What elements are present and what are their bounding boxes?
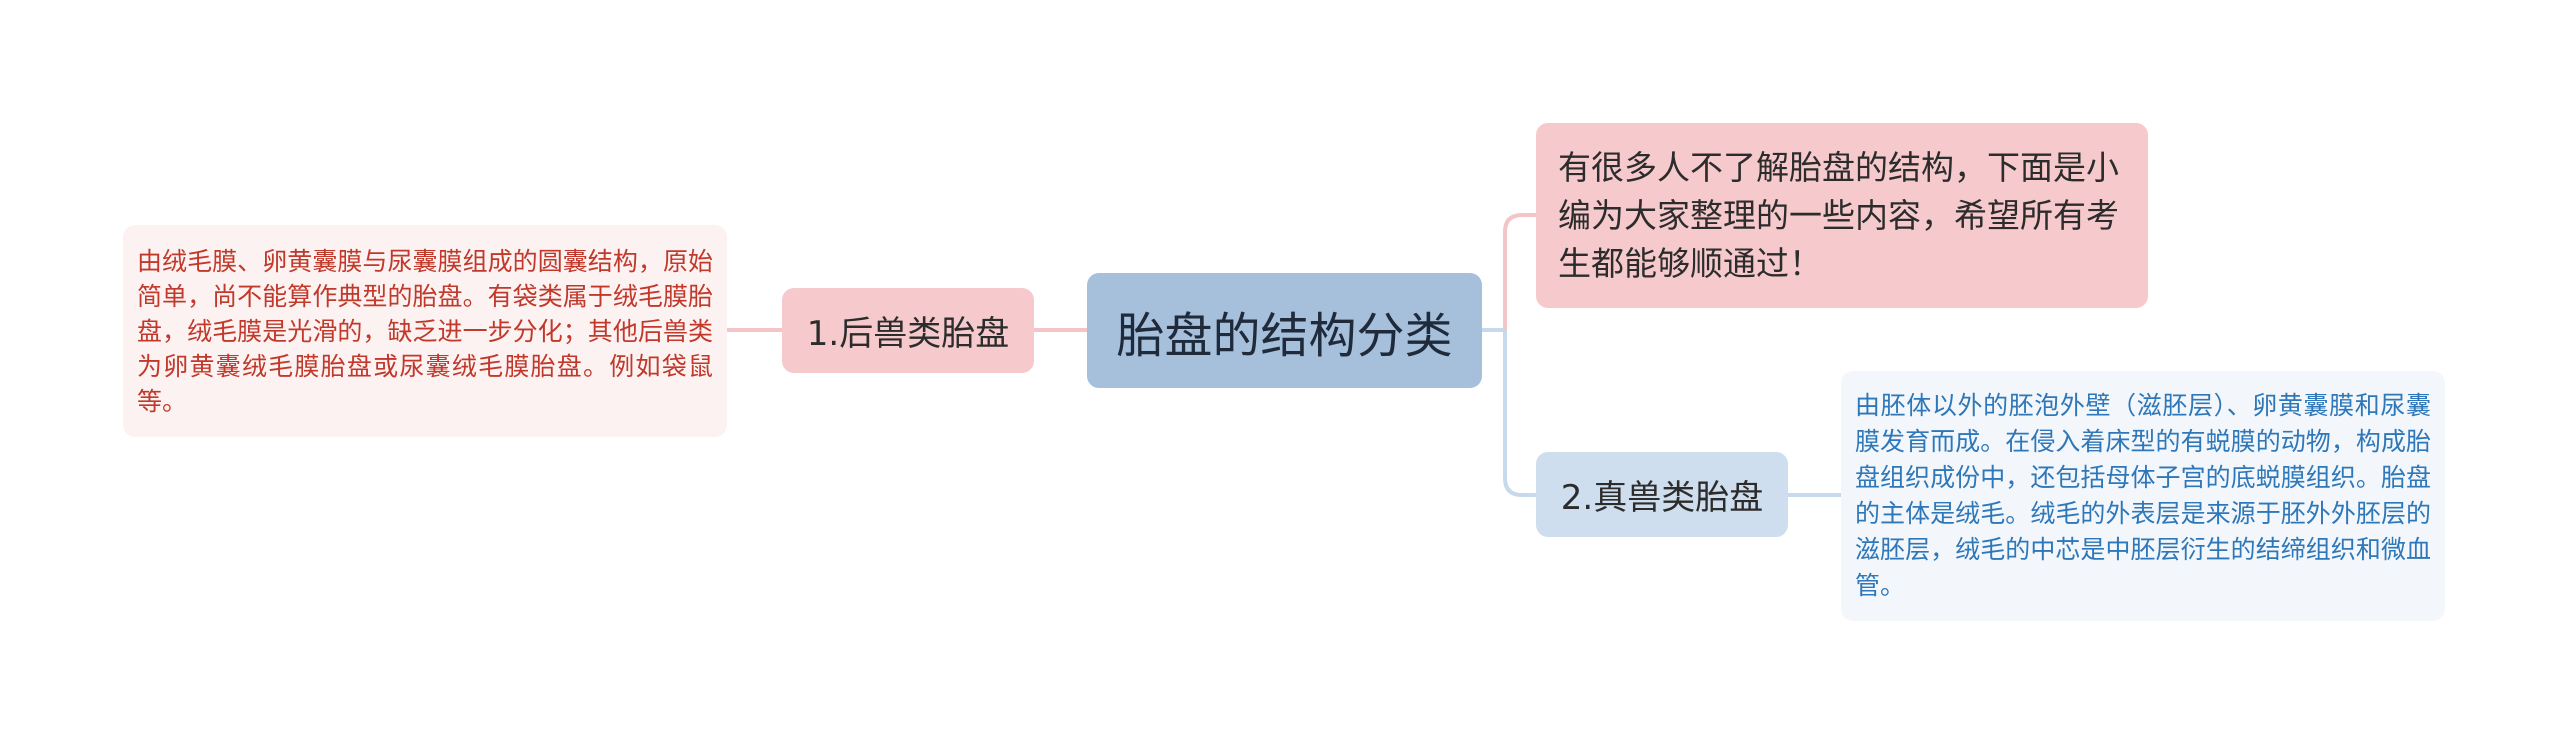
detail-node-1[interactable]: 由绒毛膜、卵黄囊膜与尿囊膜组成的圆囊结构，原始简单，尚不能算作典型的胎盘。有袋类… (123, 225, 727, 437)
branch-node-1-label: 1.后兽类胎盘 (806, 314, 1010, 354)
detail-node-2-text: 由胚体以外的胚泡外壁（滋胚层）、卵黄囊膜和尿囊膜发育而成。在侵入着床型的有蜕膜的… (1855, 391, 2431, 600)
branch-node-1[interactable]: 1.后兽类胎盘 (782, 288, 1034, 373)
link-trunk-to-branch-2 (1503, 330, 1536, 497)
link-trunk-to-intro (1503, 213, 1536, 330)
intro-node[interactable]: 有很多人不了解胎盘的结构，下面是小编为大家整理的一些内容，希望所有考生都能够顺通… (1536, 123, 2148, 308)
branch-node-2-label: 2.真兽类胎盘 (1560, 478, 1764, 518)
detail-node-2[interactable]: 由胚体以外的胚泡外壁（滋胚层）、卵黄囊膜和尿囊膜发育而成。在侵入着床型的有蜕膜的… (1841, 371, 2445, 621)
detail-node-1-text: 由绒毛膜、卵黄囊膜与尿囊膜组成的圆囊结构，原始简单，尚不能算作典型的胎盘。有袋类… (137, 246, 713, 416)
root-node[interactable]: 胎盘的结构分类 (1087, 273, 1482, 388)
intro-node-text: 有很多人不了解胎盘的结构，下面是小编为大家整理的一些内容，希望所有考生都能够顺通… (1558, 147, 2119, 283)
branch-node-2[interactable]: 2.真兽类胎盘 (1536, 452, 1788, 537)
root-node-label: 胎盘的结构分类 (1116, 307, 1453, 364)
